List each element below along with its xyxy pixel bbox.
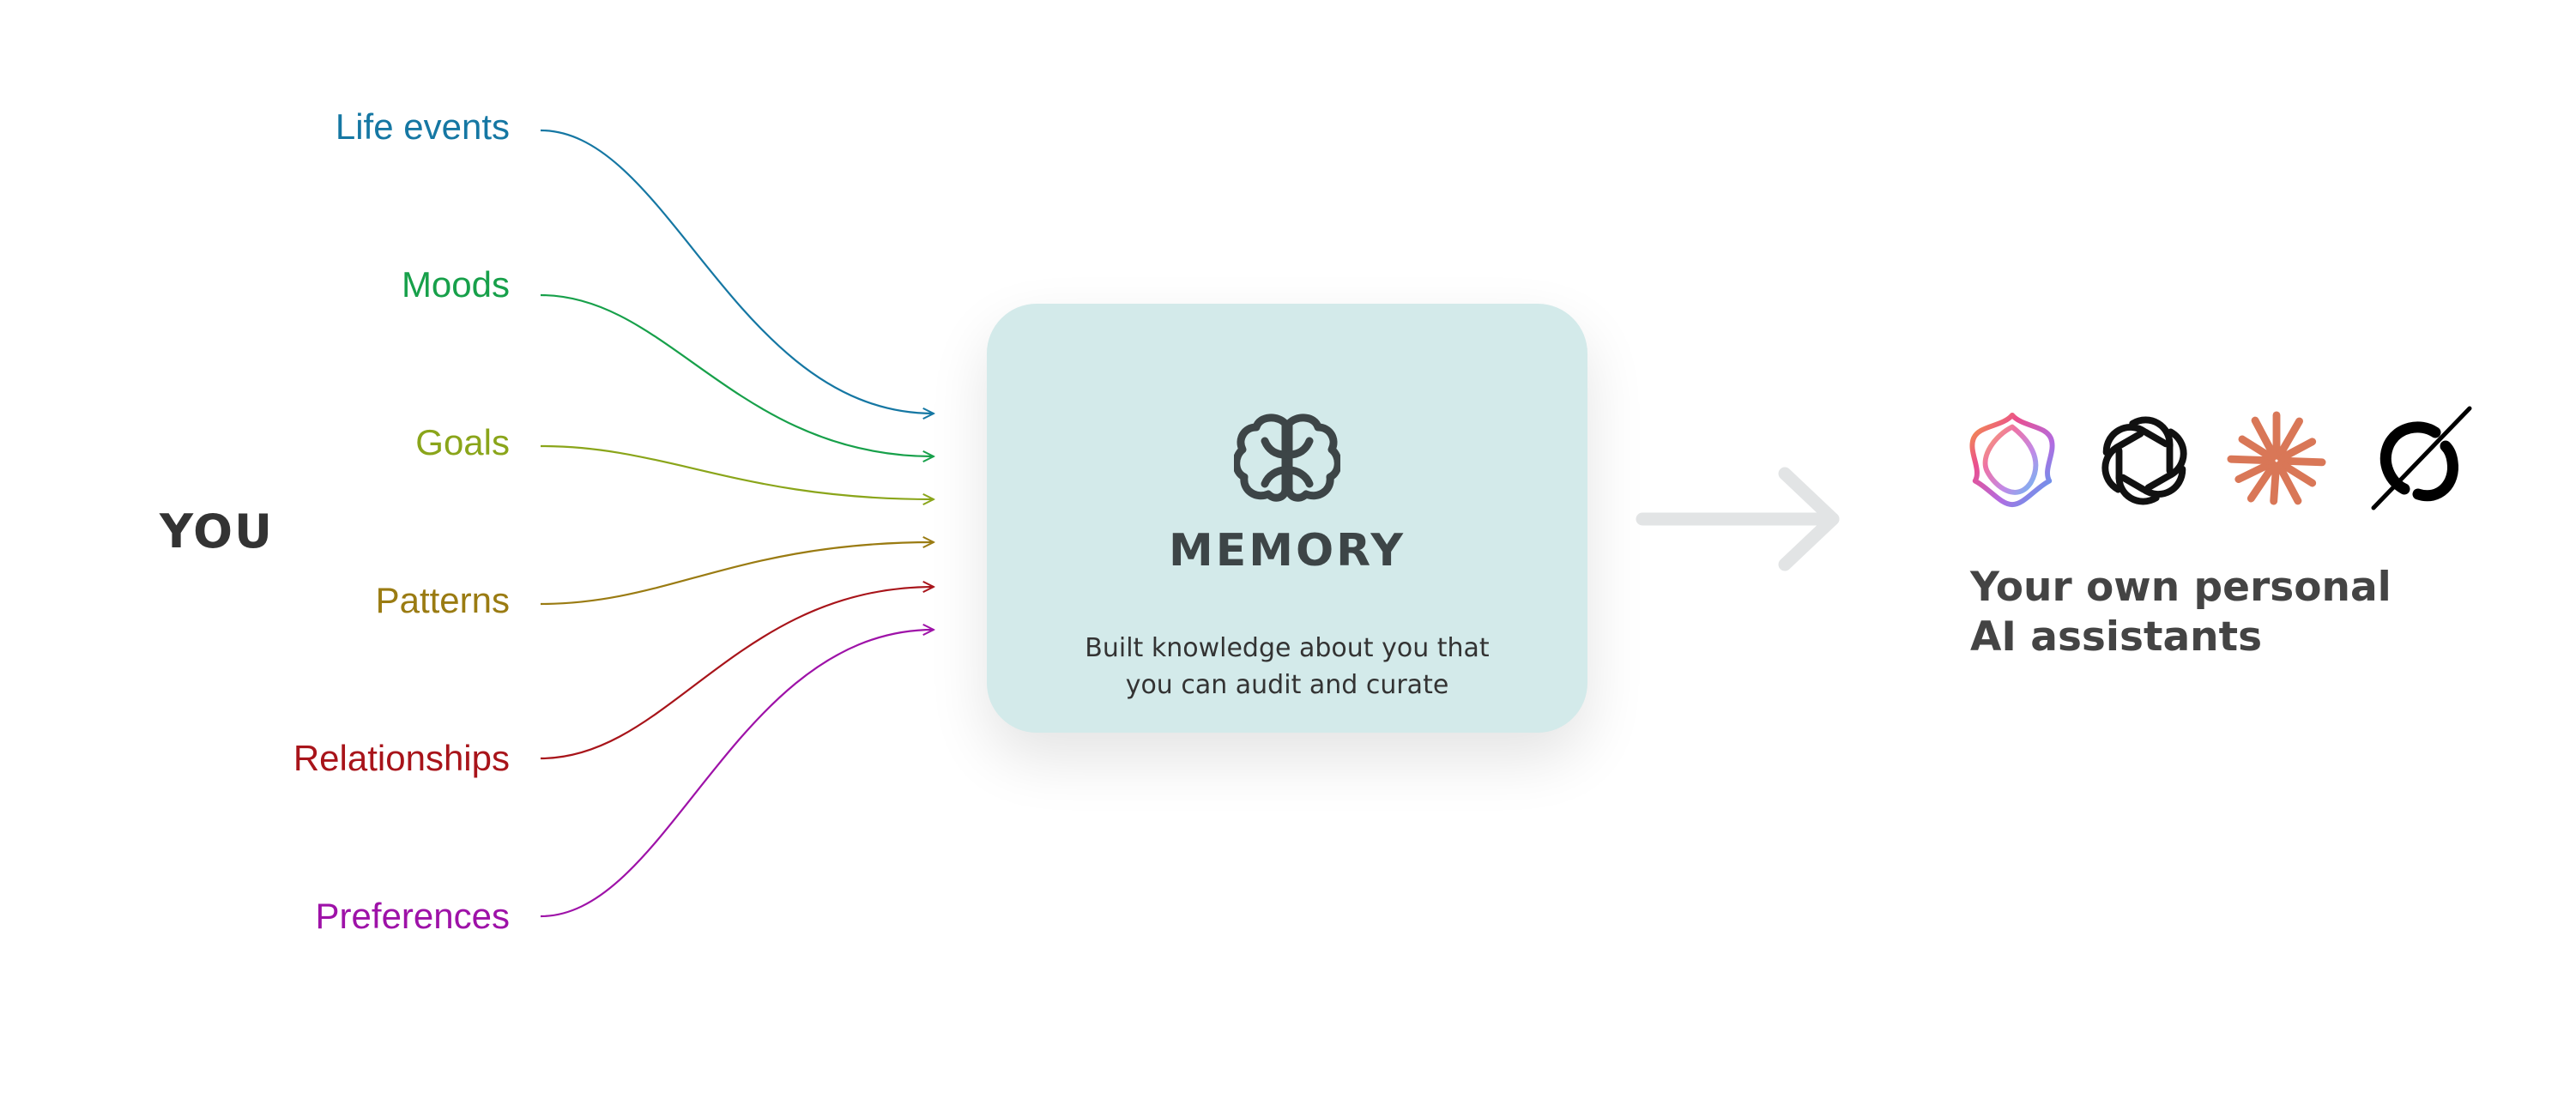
source-label-moods: Moods <box>401 264 510 305</box>
assistants-caption-line-2: AI assistants <box>1970 613 2263 661</box>
connector-patterns <box>540 542 934 606</box>
connector-life-events <box>540 129 934 414</box>
assistants-caption-line-1: Your own personal <box>1970 564 2392 611</box>
connector-relationships <box>540 587 934 760</box>
you-label: YOU <box>160 504 274 559</box>
memory-title: MEMORY <box>1168 525 1406 577</box>
connector-goals <box>540 444 934 499</box>
grok-icon <box>2371 406 2472 510</box>
source-label-preferences: Preferences <box>315 896 510 936</box>
source-label-goals: Goals <box>415 422 510 462</box>
connector-preferences <box>540 630 934 918</box>
claude-icon <box>2227 411 2326 505</box>
source-label-relationships: Relationships <box>293 738 510 778</box>
memory-desc-line-1: Built knowledge about you that <box>1085 633 1490 663</box>
memory-desc-line-2: you can audit and curate <box>1125 670 1449 700</box>
memory-card: MEMORY Built knowledge about you that yo… <box>987 304 1587 733</box>
memory-description: Built knowledge about you that you can a… <box>1038 630 1536 704</box>
flow-arrow-icon <box>1636 467 1840 571</box>
gemini-icon <box>1969 412 2055 508</box>
openai-icon <box>2101 416 2187 505</box>
connector-moods <box>540 293 934 456</box>
source-label-patterns: Patterns <box>375 580 510 620</box>
assistants-caption: Your own personal AI assistants <box>1970 563 2392 662</box>
source-label-life-events: Life events <box>335 106 510 147</box>
brain-icon <box>1234 414 1340 502</box>
source-connectors <box>540 129 934 918</box>
